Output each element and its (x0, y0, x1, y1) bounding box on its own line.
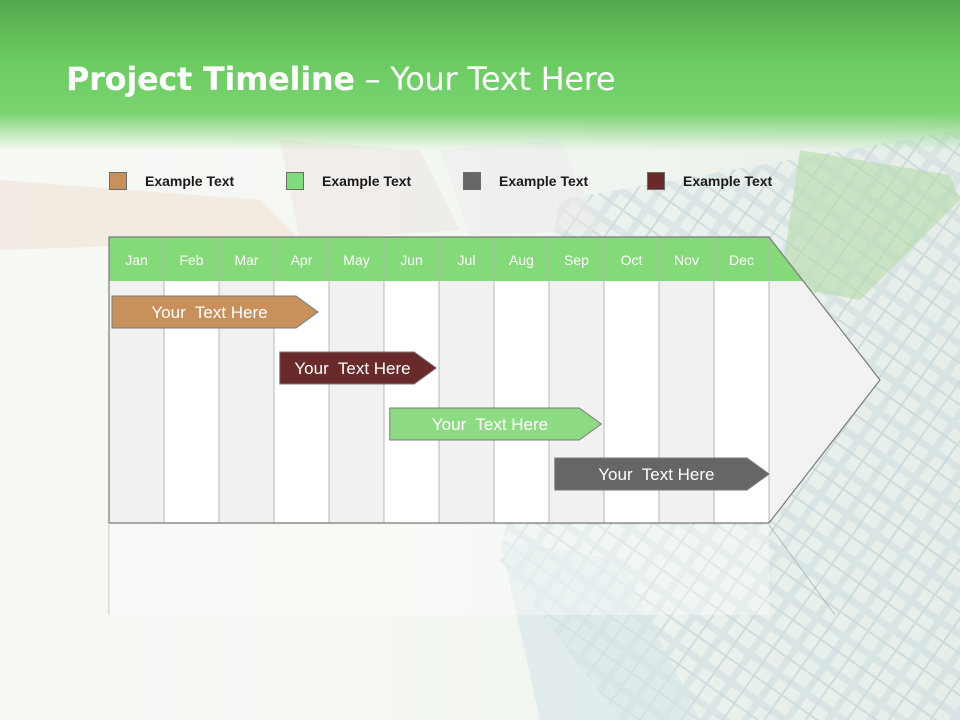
month-column-body (329, 281, 384, 523)
legend-item-4: Example Text (647, 171, 772, 191)
month-label: May (343, 252, 369, 268)
task-label: Your Text Here (432, 415, 548, 434)
month-label: Oct (621, 252, 643, 268)
legend-label-3: Example Text (499, 173, 589, 189)
month-label: Feb (179, 252, 203, 268)
reflection-fill (109, 525, 769, 615)
legend-item-1: Example Text (109, 171, 234, 191)
arrow-head-fill (769, 237, 880, 523)
legend-label-2: Example Text (322, 173, 412, 189)
task-label: Your Text Here (598, 465, 714, 484)
timeline-arrow-outline (108, 236, 881, 524)
legend-swatch-4 (647, 172, 665, 190)
month-columns: Jan Feb Mar Apr May Jun Jul Aug Sep Oct Nov Dec (108, 237, 880, 523)
page-title: Project Timeline – Your Text Here (66, 60, 616, 98)
month-label: Nov (674, 252, 699, 268)
legend-label-4: Example Text (683, 173, 773, 189)
month-header-cell (329, 237, 384, 281)
task-label: Your Text Here (151, 303, 267, 322)
task-bar (554, 457, 770, 491)
month-label: Jun (400, 252, 423, 268)
month-label: Mar (234, 252, 258, 268)
month-column-body (494, 281, 549, 523)
task-bar (389, 407, 603, 441)
month-header-cell (164, 237, 219, 281)
task-label: Your Text Here (294, 359, 410, 378)
month-header-cell (604, 237, 659, 281)
timeline-reflection (108, 524, 836, 616)
month-header-cell (494, 237, 549, 281)
month-label: Sep (564, 252, 589, 268)
task-bar (111, 295, 319, 329)
month-label: Jan (125, 252, 148, 268)
legend-swatch-1 (109, 172, 127, 190)
month-label: Apr (291, 252, 313, 268)
month-header-cell (549, 237, 604, 281)
reflection-edge (768, 524, 836, 616)
month-header-cell (714, 237, 769, 281)
legend-swatch-2 (286, 172, 304, 190)
legend-swatch-3 (463, 172, 481, 190)
month-column-body (384, 281, 439, 523)
month-header-cell (384, 237, 439, 281)
month-label: Jul (458, 252, 476, 268)
legend-item-2: Example Text (286, 171, 411, 191)
month-header-cell (109, 237, 164, 281)
title-rest: – Your Text Here (354, 60, 616, 98)
header-band (0, 0, 960, 150)
month-label: Dec (729, 252, 754, 268)
month-header-cell (274, 237, 329, 281)
legend-label-1: Example Text (145, 173, 235, 189)
month-header-cell (659, 237, 714, 281)
month-label: Aug (509, 252, 534, 268)
month-column-body (439, 281, 494, 523)
title-bold: Project Timeline (66, 60, 355, 98)
month-header-cell (219, 237, 274, 281)
task-bar (279, 351, 438, 385)
month-header-cell (439, 237, 494, 281)
legend-item-3: Example Text (463, 171, 588, 191)
